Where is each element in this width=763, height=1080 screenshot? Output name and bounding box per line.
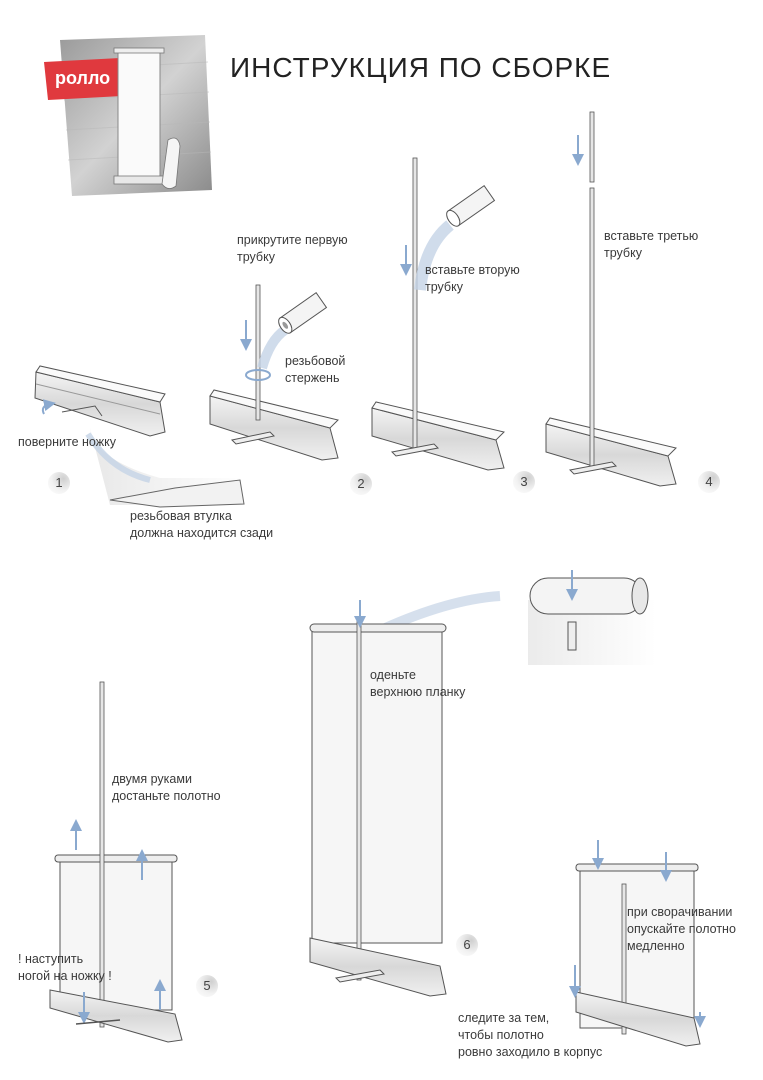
step-4-label-insert-third: вставьте третью трубку [604,229,699,260]
step-6-label-top-bar: оденьте верхнюю планку [370,668,466,699]
step-3-label-insert-second: вставьте вторую трубку [425,263,520,294]
step-3-illustration [371,157,505,471]
step-5-illustration [49,681,183,1043]
step-2-label-threaded-rod: резьбовой стержень [285,354,346,385]
step-2-label-screw-tube: прикрутите первую трубку [237,233,348,264]
logo-text: ролло [55,68,111,88]
step-2-illustration [209,284,339,461]
step-4-number: 4 [698,471,720,493]
step-3-number: 3 [513,471,535,493]
logo-card [44,35,212,196]
step-6-illustration [309,600,447,997]
step-4-illustration [545,111,677,487]
step-1-illustration [34,365,246,508]
step-7-illustration [569,840,706,1047]
step-2-number: 2 [350,473,372,495]
step-1-number: 1 [48,472,70,494]
step-5-number: 5 [196,975,218,997]
step-7-label-roll-slowly: при сворачивании опускайте полотно медле… [627,905,736,953]
page-title: ИНСТРУКЦИЯ ПО СБОРКЕ [230,52,612,83]
step-5-label-pull-canvas: двумя руками достаньте полотно [112,772,221,803]
step-1-label-thread-sleeve: резьбовая втулка должна находится сзади [130,509,274,540]
step-1-label-turn-foot: поверните ножку [18,435,116,449]
step-6-number: 6 [456,934,478,956]
step-7-label-canvas-straight: следите за тем, чтобы полотно ровно захо… [458,1011,603,1059]
top-bar-detail [357,570,656,665]
step-5-label-step-on-foot: ! наступить ногой на ножку ! [18,952,112,983]
